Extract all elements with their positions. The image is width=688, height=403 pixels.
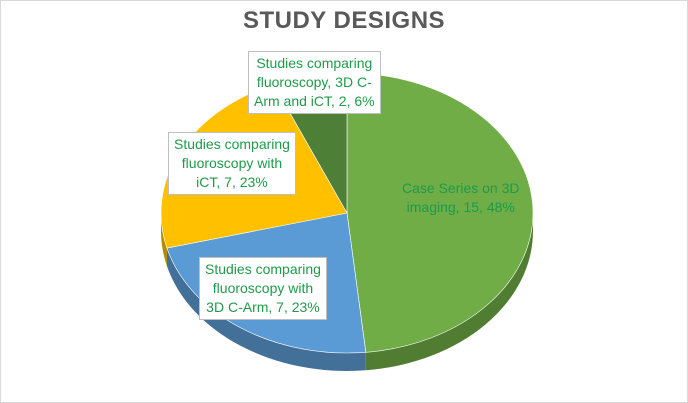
chart-title: STUDY DESIGNS	[242, 7, 446, 34]
data-label-all-three: Studies comparing fluoroscopy, 3D C- Arm…	[248, 51, 381, 114]
pie-slice-0	[346, 72, 534, 353]
data-label-case-series: Case Series on 3D imaging, 15, 48%	[402, 180, 520, 215]
pie-side-0	[365, 213, 533, 371]
data-label-ict: Studies comparing fluoroscopy with iCT, …	[168, 132, 296, 195]
data-label-3d-c-arm: Studies comparing fluoroscopy with 3D C-…	[199, 257, 327, 320]
pie-side-2	[161, 213, 167, 267]
